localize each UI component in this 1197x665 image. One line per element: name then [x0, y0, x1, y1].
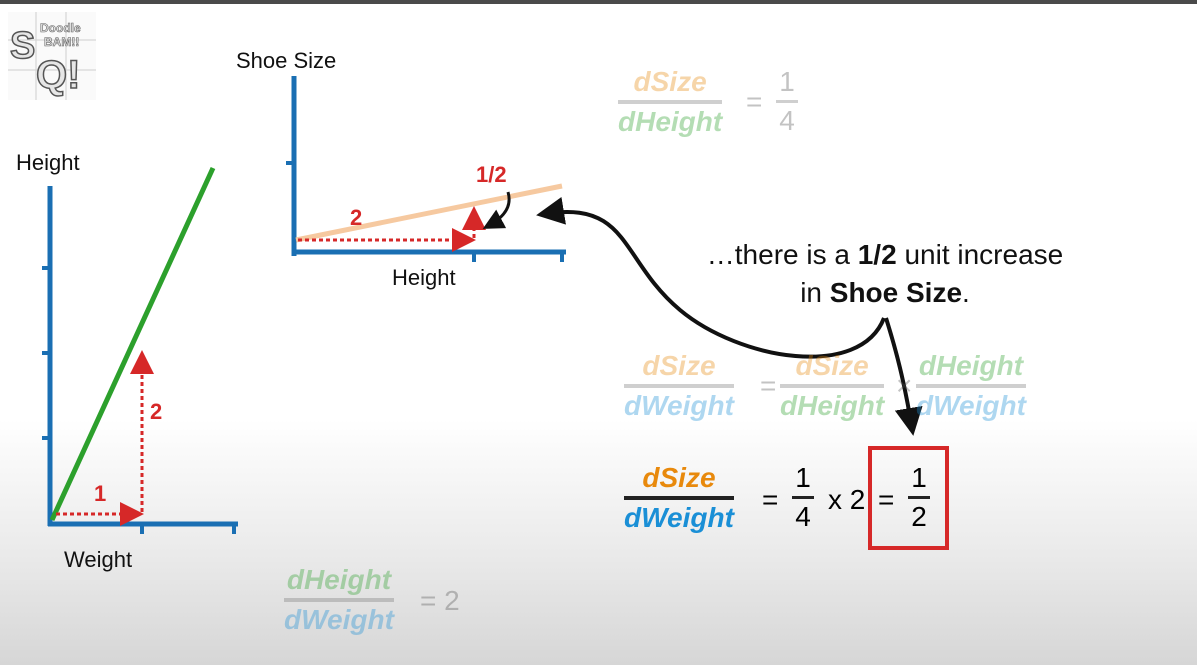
- left-plot-run-label: 1: [94, 481, 107, 506]
- eq-top-right-den: dHeight: [618, 106, 723, 137]
- top-plot-run-label: 2: [350, 205, 363, 230]
- statquest-logo: S Q! Doodle BAM!!: [8, 12, 96, 100]
- top-plot-y-label: Shoe Size: [236, 48, 337, 73]
- left-plot: [42, 166, 238, 534]
- svg-text:Doodle: Doodle: [40, 21, 81, 35]
- svg-text:BAM!!: BAM!!: [44, 35, 79, 49]
- window-top-bar: [0, 0, 1197, 4]
- result-highlight-box: [868, 446, 949, 550]
- top-plot-half-pointer: [482, 191, 511, 229]
- callout-connector-arrow: [536, 196, 886, 359]
- svg-text:Q!: Q!: [36, 53, 80, 97]
- left-plot-x-label: Weight: [64, 547, 133, 572]
- eq-top-right-num: dSize: [633, 66, 707, 97]
- top-plot-x-label: Height: [392, 265, 456, 290]
- left-plot-y-label: Height: [16, 150, 80, 175]
- top-plot-rise-label: 1/2: [476, 162, 507, 187]
- eq-result-lhs-num: dSize: [642, 462, 716, 493]
- eq-result-lhs-den: dWeight: [624, 502, 734, 533]
- left-plot-green-line: [49, 166, 216, 522]
- top-plot: [286, 76, 566, 262]
- top-plot-peach-line: [295, 183, 563, 243]
- callout-text: …there is a 1/2 unit increase in Shoe Si…: [706, 239, 1064, 308]
- svg-text:S: S: [10, 25, 35, 67]
- eq-result-answer-num: 1: [911, 462, 927, 493]
- left-plot-rise-label: 2: [150, 399, 163, 424]
- callout-down-arrow: [884, 317, 923, 436]
- eq-result-answer-den: 2: [911, 501, 927, 532]
